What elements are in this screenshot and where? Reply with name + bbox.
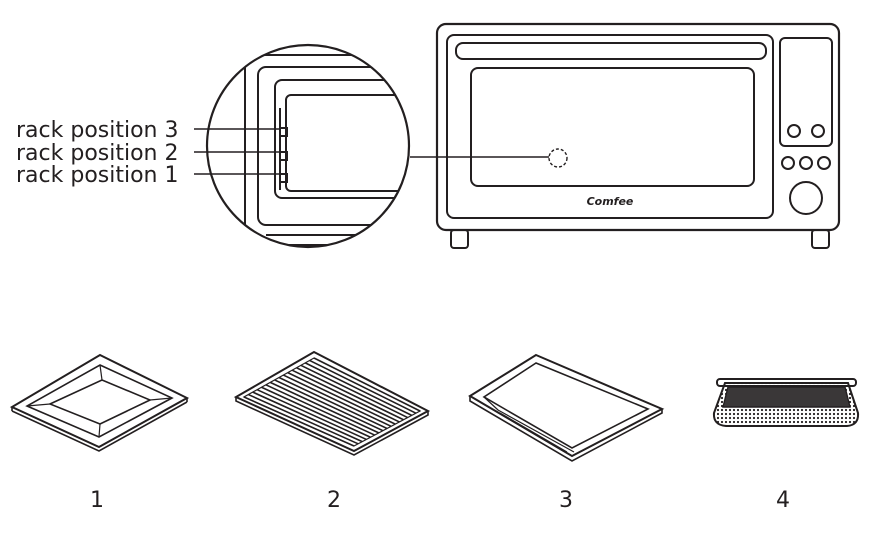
rack-wire — [287, 371, 396, 425]
accessory-number-2: 2 — [327, 488, 341, 513]
basket-rim — [716, 378, 857, 387]
button-3 — [817, 156, 831, 170]
zoom-target-circle — [548, 148, 568, 168]
rack-wire — [252, 391, 363, 443]
wire-rack-illustration — [233, 350, 431, 456]
rack-frame — [233, 350, 431, 453]
button-2 — [799, 156, 813, 170]
zoom-cavity — [274, 79, 409, 199]
rack-label-2: rack position 2 — [16, 141, 179, 166]
door-handle — [455, 42, 767, 60]
oven-body — [435, 22, 841, 232]
rack-wire — [274, 379, 384, 432]
rack-wire — [269, 381, 380, 434]
rack-wire — [300, 364, 408, 419]
zoom-door — [257, 66, 409, 226]
zoom-oven-edge — [244, 54, 409, 246]
accessory-number-1: 1 — [90, 488, 104, 513]
rack-wire — [304, 362, 413, 417]
brand-logo: Comfee — [587, 195, 634, 208]
rack-wire — [243, 396, 355, 447]
pan-rim-outer — [9, 353, 190, 449]
control-knob — [789, 181, 823, 215]
rack-wire — [278, 376, 388, 430]
button-1 — [781, 156, 795, 170]
foot-right — [811, 229, 830, 249]
rack-wire — [309, 359, 417, 414]
rack-wire — [256, 388, 367, 441]
baking-pan-illustration — [9, 353, 190, 452]
accessory-number-3: 3 — [559, 488, 573, 513]
zoom-detail — [205, 43, 411, 249]
display-panel — [779, 37, 833, 147]
rack-label-1: rack position 1 — [16, 163, 179, 188]
top-button-right — [811, 124, 825, 138]
rack-wire — [265, 384, 375, 436]
rack-slot-2 — [280, 151, 288, 161]
tray-inner — [482, 362, 650, 449]
door-window — [470, 67, 755, 187]
rack-slot-3 — [280, 127, 288, 137]
rack-label-3: rack position 3 — [16, 118, 179, 143]
foot-left — [450, 229, 469, 249]
zoom-circle-border — [205, 43, 411, 249]
air-fry-basket-illustration — [712, 378, 860, 427]
rack-wire — [291, 369, 400, 423]
crumb-tray-illustration — [468, 353, 665, 462]
rack-wire — [296, 367, 404, 421]
rack-wire — [283, 374, 392, 428]
rack-labels: rack position 3 rack position 2 rack pos… — [16, 118, 280, 188]
rack-wire — [261, 386, 371, 438]
top-button-left — [787, 124, 801, 138]
tray-outline — [468, 353, 665, 458]
oven-door — [446, 34, 774, 219]
zoom-window — [285, 94, 409, 192]
rack-wire — [313, 357, 421, 412]
rack-wires — [243, 357, 421, 447]
toaster-oven: Comfee — [435, 22, 841, 249]
rack-wire — [248, 393, 359, 445]
rack-slot-1 — [280, 173, 288, 183]
accessory-number-4: 4 — [776, 488, 790, 513]
